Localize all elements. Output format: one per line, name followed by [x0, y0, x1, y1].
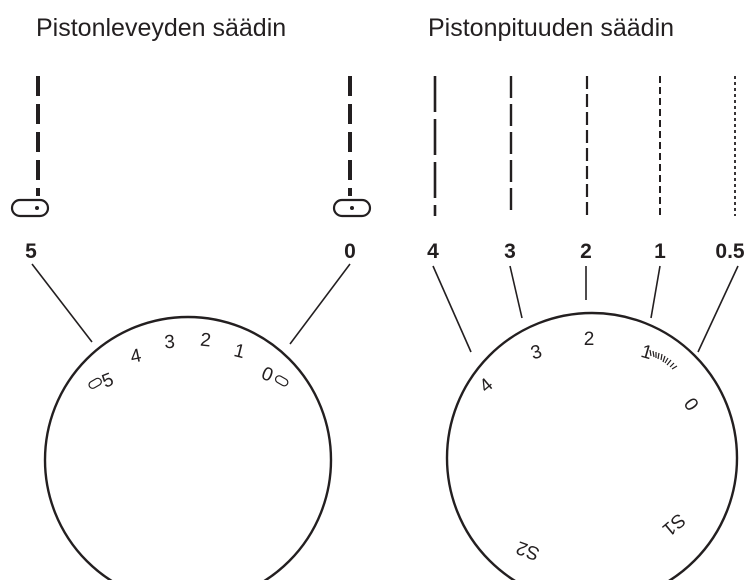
length-dial-number-1: 1 [639, 341, 655, 364]
length-dial-mark-s1: S1 [658, 509, 689, 540]
width-regulator-title: Pistonleveyden säädin [36, 14, 287, 42]
width-dial-number-4: 4 [128, 345, 143, 368]
width-dial-number-1: 1 [232, 340, 247, 363]
leader-line-1 [650, 265, 661, 319]
leader-line-3 [509, 265, 523, 319]
length-dial-knob[interactable] [445, 311, 739, 580]
leader-line-4 [432, 265, 472, 353]
width-dial-number-5: 5 [99, 369, 117, 392]
length-regulator-title: Pistonpituuden säädin [428, 14, 675, 42]
length-dial-number-0: 0 [679, 394, 702, 415]
width-dial-number-0: 0 [258, 363, 276, 386]
length-dial-number-2: 2 [584, 329, 595, 350]
fine-adjust-scale-icon [649, 349, 678, 370]
length-dial-number-3: 3 [529, 341, 545, 364]
needle-position-left-icon [10, 198, 50, 218]
leader-line-0 [289, 263, 351, 345]
width-dial-number-3: 3 [164, 332, 176, 354]
width-dial-number-2: 2 [199, 330, 212, 352]
length-label-3: 3 [504, 240, 516, 263]
width-label-0: 0 [344, 240, 356, 263]
leader-line-05 [697, 265, 739, 353]
length-dial-mark-s2: S2 [514, 536, 543, 564]
needle-position-center-icon [332, 198, 372, 218]
length-label-1: 1 [654, 240, 666, 263]
length-label-2: 2 [580, 240, 592, 263]
width-dial-knob[interactable] [43, 315, 333, 580]
length-label-4: 4 [427, 240, 439, 263]
width-label-5: 5 [25, 240, 37, 263]
length-dial-number-4: 4 [476, 374, 498, 397]
length-label-05: 0.5 [715, 240, 745, 263]
leader-line-5 [31, 263, 93, 343]
